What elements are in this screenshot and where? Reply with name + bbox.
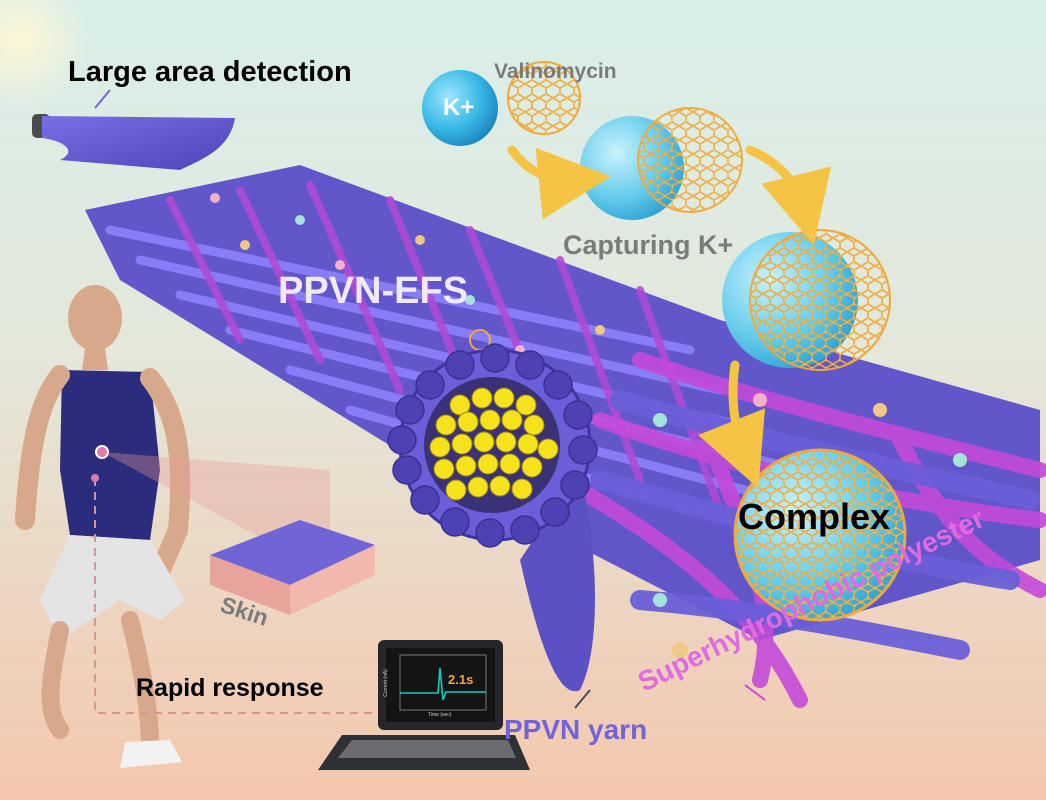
yarn-cross-section-icon (387, 343, 598, 692)
person-figure-icon (15, 285, 191, 768)
skin-patch-icon (210, 520, 375, 615)
k-ion-label: K+ (443, 94, 475, 121)
laptop-icon (318, 640, 530, 770)
laptop-time-label: 2.1s (448, 672, 474, 687)
fabric-roll (32, 114, 235, 170)
flow-arrows (507, 145, 832, 489)
ppvn-efs-label: PPVN-EFS (278, 270, 469, 312)
large-area-leader (94, 89, 111, 109)
valinomycin-label: Valinomycin (494, 60, 617, 83)
capturing-step-icon (580, 107, 743, 220)
sun-glow (0, 0, 90, 110)
laptop-ylabel: Current (nA) (382, 669, 389, 697)
valinomycin-cage-icon (507, 61, 581, 135)
complex-sphere-icon (733, 448, 907, 622)
fabric-molecules (210, 193, 967, 658)
complex-step-icon (722, 229, 891, 371)
complex-label: Complex (738, 496, 891, 537)
ppvn-yarn-label: PPVN yarn (504, 714, 648, 745)
k-ion-sphere-icon (422, 70, 498, 146)
polyester-leader (744, 684, 766, 701)
laptop-xlabel: Time (sec) (428, 712, 452, 718)
connector-dot (91, 474, 99, 482)
rapid-response-label: Rapid response (136, 674, 324, 702)
ppvn-yarn-leader (574, 689, 591, 709)
capturing-label: Capturing K+ (563, 230, 734, 260)
large-area-label: Large area detection (68, 56, 352, 88)
